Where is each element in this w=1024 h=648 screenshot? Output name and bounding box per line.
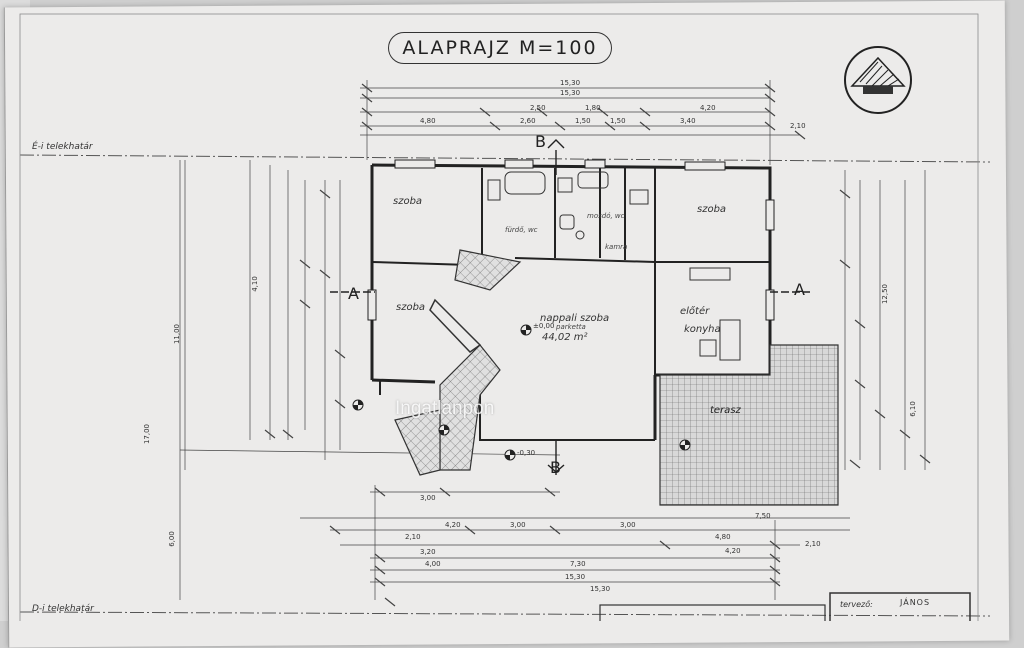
dim-bottom-11: 4,00 xyxy=(425,560,441,568)
dim-bottom-6: 4,80 xyxy=(715,533,731,541)
sanitary-fixtures xyxy=(487,171,741,361)
porch-tile-area xyxy=(394,409,441,476)
left-dimension-lines xyxy=(179,160,561,600)
south-boundary-line xyxy=(19,611,991,617)
dim-right-1: 6,10 xyxy=(908,401,917,417)
living-floor-label: parketta xyxy=(556,323,586,331)
dim-top-1: 4,80 xyxy=(420,117,436,125)
dim-bottom-12: 7,30 xyxy=(570,560,586,568)
level-living: ±0,00 xyxy=(533,322,555,330)
dim-top-total-1: 15,30 xyxy=(560,79,581,87)
living-room-label: nappali szoba xyxy=(540,313,610,324)
dim-top-6: 3,40 xyxy=(680,117,696,125)
inner-walls xyxy=(371,168,770,441)
dim-top-9: 1,50 xyxy=(575,117,591,125)
wc-label: mosdó, wc xyxy=(587,212,625,220)
drawing-frame xyxy=(19,13,979,621)
plan-title: ALAPRAJZ M=100 xyxy=(388,32,612,64)
dim-bottom-8: 2,10 xyxy=(805,540,821,548)
section-lines xyxy=(330,139,810,475)
living-area-label: 44,02 m² xyxy=(542,332,588,343)
dim-bottom-4: 3,00 xyxy=(620,521,636,529)
kitchen-label: konyha xyxy=(684,324,721,335)
pantry-label: kamra xyxy=(605,243,628,251)
dim-top-4: 1,80 xyxy=(585,104,601,112)
north-boundary-label: É-i telekhatár xyxy=(32,142,93,152)
room-label-2: szoba xyxy=(697,204,727,215)
section-a-left: A xyxy=(348,284,359,303)
hall-label: előtér xyxy=(680,306,710,317)
right-dimension-lines xyxy=(839,170,931,470)
dim-left-4: 4,10 xyxy=(250,276,259,292)
hall-tile-area xyxy=(454,249,522,291)
dim-left-2: 17,00 xyxy=(143,423,152,445)
bottom-dimension-lines xyxy=(300,485,850,607)
north-boundary-line xyxy=(19,154,991,163)
dim-left-3: 6,00 xyxy=(167,531,176,547)
floor-plan-drawing xyxy=(19,13,991,621)
level-entrance: -0,30 xyxy=(517,449,536,457)
dim-bottom-2: 4,20 xyxy=(445,521,461,529)
watermark-text: Ingatlanpon xyxy=(395,398,495,419)
stamp-name: JÁNOS xyxy=(900,598,931,607)
stamp-box xyxy=(829,592,971,621)
stamp-label: tervező: xyxy=(840,600,873,609)
room-label-1: szoba xyxy=(393,196,423,207)
dim-top-8: 2,10 xyxy=(790,122,806,130)
room-label-3: szoba xyxy=(396,302,426,313)
dim-bottom-5: 7,50 xyxy=(755,512,771,520)
dim-bottom-10: 3,20 xyxy=(420,548,436,556)
window-marks xyxy=(367,159,775,321)
dim-bottom-3: 3,00 xyxy=(510,521,526,529)
south-boundary-label: D-i telekhatár xyxy=(32,604,94,614)
level-markers xyxy=(352,324,691,461)
section-b-top: B xyxy=(535,132,546,151)
dim-top-total-2: 15,30 xyxy=(560,89,581,97)
terrace-label: terasz xyxy=(710,405,741,416)
dim-bottom-7: 4,20 xyxy=(725,547,741,555)
dim-right-2: 12,50 xyxy=(881,283,890,305)
top-dimension-lines xyxy=(360,80,806,165)
terrace-tiling xyxy=(659,344,839,506)
dim-bottom-total-2: 15,30 xyxy=(590,585,611,593)
dim-left-1: 11,00 xyxy=(173,323,182,345)
bath-label: fürdő, wc xyxy=(505,226,538,234)
section-b-bottom: B xyxy=(550,458,561,477)
section-a-right: A xyxy=(794,280,805,299)
dim-top-3: 2,50 xyxy=(530,104,546,112)
dim-top-7: 4,20 xyxy=(700,104,716,112)
north-arrow-icon xyxy=(844,46,912,114)
dim-bottom-1: 3,00 xyxy=(420,494,436,502)
dim-bottom-total-1: 15,30 xyxy=(565,573,586,581)
dim-bottom-9: 2,10 xyxy=(405,533,421,541)
dim-top-5: 1,50 xyxy=(610,117,626,125)
dim-top-2: 2,60 xyxy=(520,117,536,125)
